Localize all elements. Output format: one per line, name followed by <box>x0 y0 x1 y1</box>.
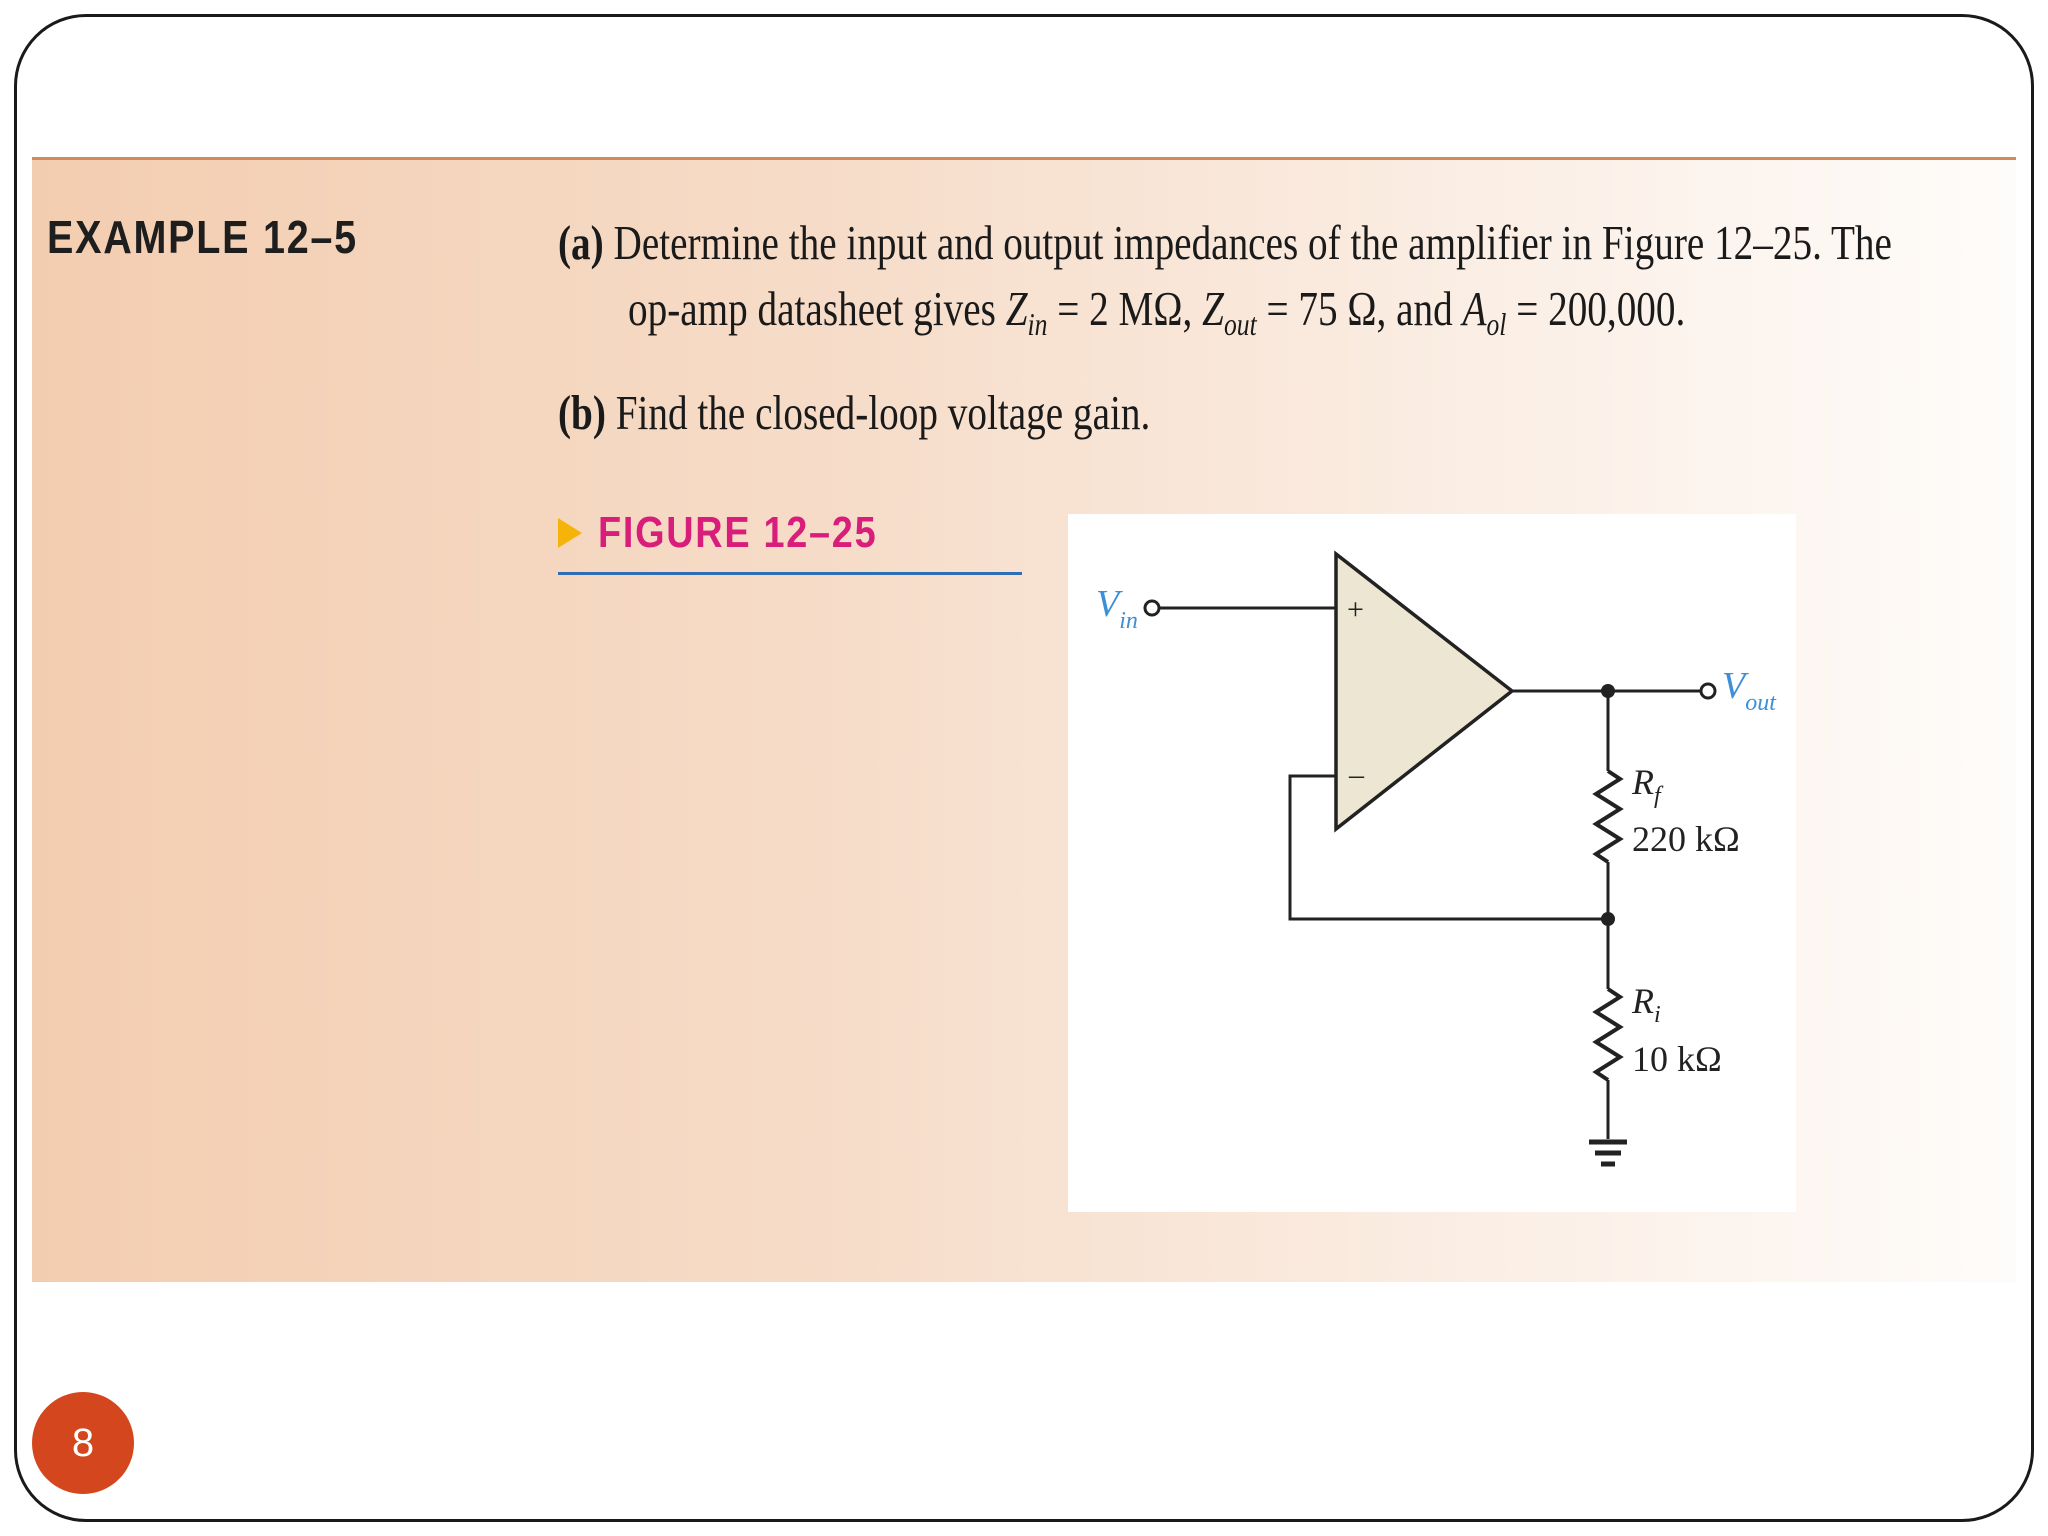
page-number-badge: 8 <box>32 1392 134 1494</box>
vin-subscript: in <box>1119 608 1138 634</box>
feedback-wire <box>1288 774 1608 921</box>
zin-value: = 2 MΩ, <box>1047 281 1203 336</box>
question-a-prefix: op-amp datasheet gives <box>628 281 1006 336</box>
figure-caption-text: FIGURE 12–25 <box>598 508 878 557</box>
ri-subscript: i <box>1654 1002 1661 1028</box>
vout-symbol: V <box>1722 665 1749 707</box>
noninverting-input-sign: + <box>1347 593 1364 626</box>
figure-caption: FIGURE 12–25 <box>558 508 1022 575</box>
question-a-tag: (a) <box>558 215 604 270</box>
aol-value: = 200,000. <box>1506 281 1686 336</box>
input-terminal <box>1143 599 1161 617</box>
ri-resistor <box>1592 987 1624 1082</box>
circuit-figure: + – Vin Vout Rf 220 kΩ Ri 10 kΩ <box>1068 514 1796 1212</box>
question-a-line-1: (a) Determine the input and output imped… <box>558 214 1892 271</box>
zin-subscript: in <box>1027 306 1048 342</box>
ri-symbol: R <box>1631 981 1654 1021</box>
page-number: 8 <box>71 1420 95 1465</box>
ground-icon <box>1589 1139 1627 1167</box>
vin-label: Vin <box>1096 583 1138 634</box>
question-a-text: Determine the input and output impedance… <box>613 215 1892 270</box>
question-b-tag: (b) <box>558 385 606 440</box>
vout-label: Vout <box>1722 665 1777 716</box>
slide-frame <box>14 14 2034 1522</box>
rf-resistor <box>1592 769 1624 864</box>
question-b: (b) Find the closed-loop voltage gain. <box>558 384 1150 441</box>
rf-value: 220 kΩ <box>1632 819 1740 859</box>
header-rule <box>32 157 2016 160</box>
vin-symbol: V <box>1096 583 1123 625</box>
caption-arrow-icon <box>558 518 582 548</box>
aol-symbol: A <box>1462 281 1487 336</box>
inverting-input-sign: – <box>1348 758 1365 791</box>
ri-label: Ri <box>1631 981 1661 1028</box>
question-a-line-2: op-amp datasheet gives Zin = 2 MΩ, Zout … <box>628 280 1686 340</box>
circuit-diagram: + – Vin Vout Rf 220 kΩ Ri 10 kΩ <box>1096 550 1777 1167</box>
zout-value: = 75 Ω, and <box>1256 281 1463 336</box>
rf-label: Rf <box>1631 762 1664 809</box>
rf-symbol: R <box>1631 762 1654 802</box>
ri-value: 10 kΩ <box>1632 1039 1722 1079</box>
zout-subscript: out <box>1223 306 1257 342</box>
aol-subscript: ol <box>1486 306 1507 342</box>
zout-symbol: Z <box>1202 281 1224 336</box>
example-label: EXAMPLE 12–5 <box>47 211 358 263</box>
rf-subscript: f <box>1654 783 1664 809</box>
question-b-text: Find the closed-loop voltage gain. <box>615 385 1151 440</box>
opamp-triangle <box>1334 550 1515 833</box>
vout-subscript: out <box>1745 690 1777 716</box>
zin-symbol: Z <box>1005 281 1028 336</box>
output-terminal <box>1699 682 1717 700</box>
